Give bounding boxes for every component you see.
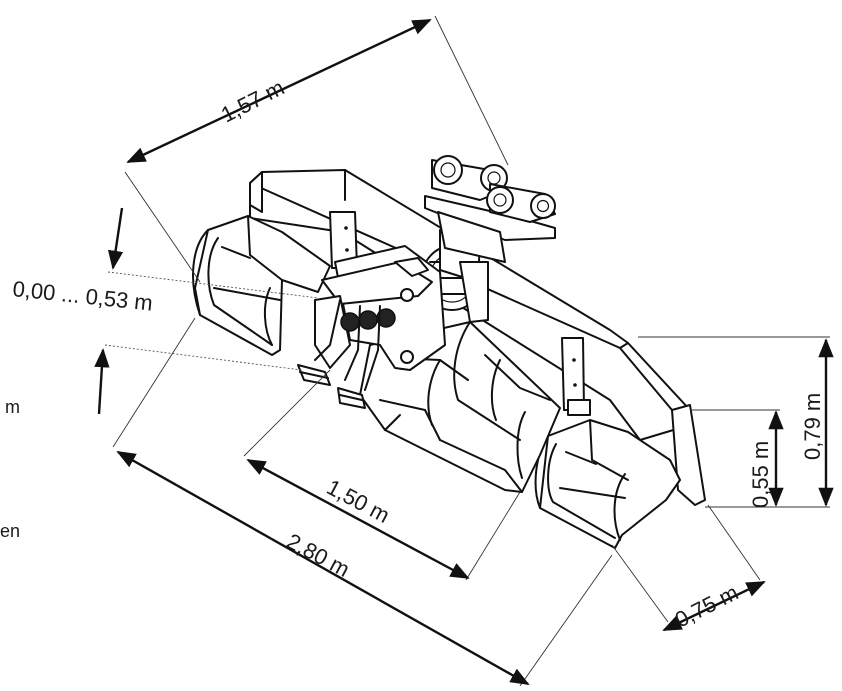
cut-off-text-m: m: [5, 397, 20, 417]
dimension-arrows: [94, 18, 834, 686]
arrow-inner-width: [246, 458, 470, 580]
cut-off-text-en: en: [0, 521, 20, 541]
arrow-top-length: [126, 18, 432, 164]
right-bucket: [534, 419, 681, 549]
label-top-length: 1,57 m: [217, 75, 288, 128]
label-lift-range: 0,00 ... 0,53 m: [11, 276, 153, 316]
extension-lines: [104, 15, 830, 687]
left-bucket: [192, 215, 331, 356]
label-height-total: 0,79 m: [800, 393, 825, 460]
arrow-lift-up: [94, 348, 110, 415]
hydraulic-coupler: [424, 155, 556, 263]
arrow-depth: [662, 580, 766, 632]
arrow-lift-down: [107, 207, 124, 270]
label-depth: 0,75 m: [671, 580, 742, 633]
label-total-width: 2,80 m: [283, 528, 354, 582]
gripper-head: [297, 245, 446, 409]
machine-drawing: [192, 155, 706, 549]
label-height-small: 0,55 m: [748, 441, 773, 508]
right-end-plate: [671, 404, 706, 506]
